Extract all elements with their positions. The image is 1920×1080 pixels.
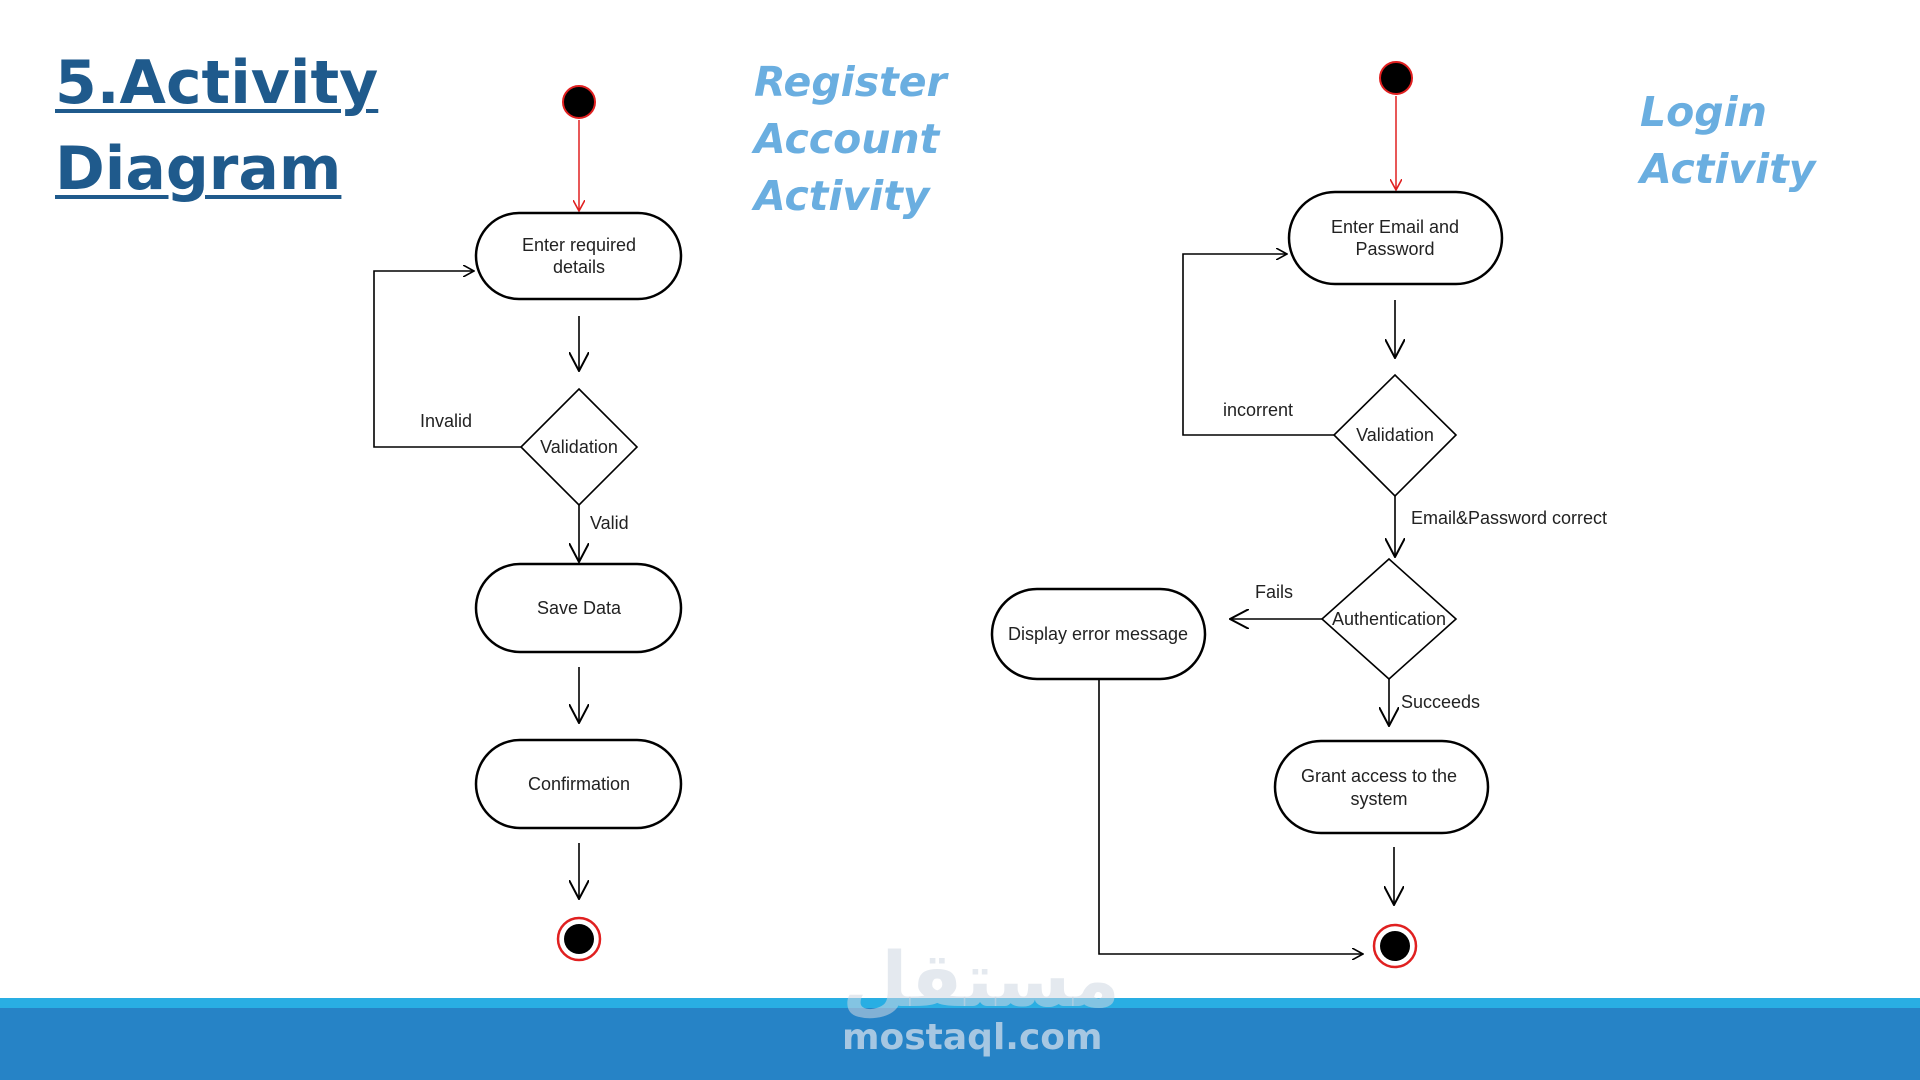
login-authentication-label: Authentication — [1332, 609, 1446, 629]
login-validation-label: Validation — [1356, 425, 1434, 445]
login-enter-credentials-label-2: Password — [1355, 239, 1434, 259]
login-grant-access-node — [1273, 739, 1490, 835]
register-end-node-core — [564, 924, 594, 954]
login-start-node — [1379, 61, 1413, 95]
register-save-data-node — [474, 562, 683, 654]
register-activity-caption: Register Account Activity — [754, 54, 947, 225]
activity-diagrams: Enter required details Validation Invali… — [373, 61, 1607, 969]
register-confirmation-label: Confirmation — [528, 774, 630, 794]
login-enter-credentials-node — [1287, 190, 1504, 286]
register-invalid-loop-arrow — [373, 271, 521, 448]
register-validation-label: Validation — [540, 437, 618, 457]
watermark-logo-latin: mostaql.com — [842, 1017, 1103, 1058]
login-error-to-end-arrow — [1098, 679, 1363, 954]
register-caption-line-3: Activity — [754, 172, 930, 220]
login-caption-line-2: Activity — [1640, 145, 1816, 193]
register-enter-details-label-1: Enter required — [522, 235, 636, 255]
login-enter-credentials-label-1: Enter Email and — [1331, 217, 1459, 237]
slide-title-line-1: 5.Activity — [55, 48, 379, 118]
login-display-error-label: Display error message — [1008, 624, 1188, 644]
login-end-node-core — [1380, 931, 1410, 961]
register-diagram: Enter required details Validation Invali… — [373, 85, 683, 962]
footer-accent-line — [0, 998, 1920, 1008]
register-caption-line-1: Register — [754, 58, 947, 106]
login-diagram: Enter Email and Password Validation inco… — [990, 61, 1607, 969]
register-enter-details-label-2: details — [553, 257, 605, 277]
register-save-data-label: Save Data — [537, 598, 622, 618]
login-incorrect-label: incorrent — [1223, 400, 1293, 420]
login-correct-label: Email&Password correct — [1411, 508, 1607, 528]
login-succeeds-label: Succeeds — [1401, 692, 1480, 712]
login-caption-line-1: Login — [1640, 88, 1767, 136]
watermark-logo-arabic: مستقل — [842, 935, 1120, 1024]
login-grant-access-label-1: Grant access to the — [1301, 766, 1457, 786]
login-fails-label: Fails — [1255, 582, 1293, 602]
slide-title-line-2: Diagram — [55, 134, 342, 204]
login-incorrect-loop-arrow — [1182, 254, 1334, 436]
register-start-node — [562, 85, 596, 119]
login-grant-access-label-2: system — [1350, 789, 1407, 809]
login-activity-caption: Login Activity — [1640, 84, 1816, 198]
register-enter-details-node — [474, 211, 683, 301]
footer-band — [0, 998, 1920, 1080]
register-confirmation-node — [474, 738, 683, 830]
register-valid-label: Valid — [590, 513, 629, 533]
register-invalid-label: Invalid — [420, 411, 472, 431]
register-caption-line-2: Account — [754, 115, 940, 163]
slide-title: 5.Activity Diagram — [55, 40, 378, 212]
